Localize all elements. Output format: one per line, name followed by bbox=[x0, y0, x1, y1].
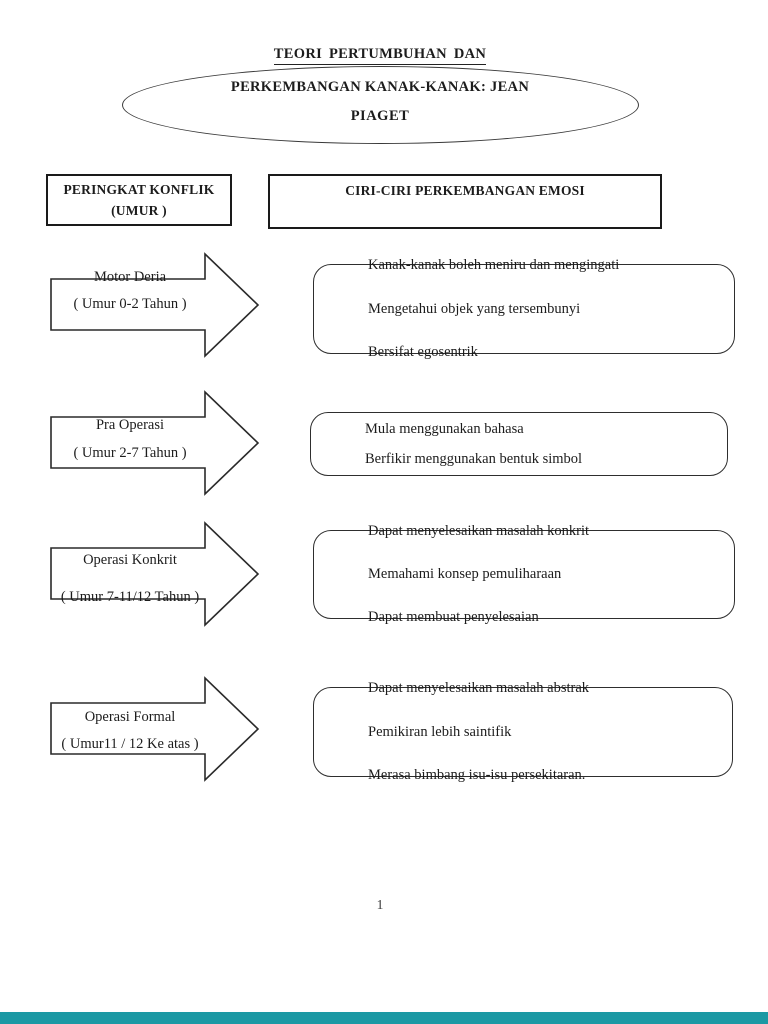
header-peringkat-line1: PERINGKAT KONFLIK bbox=[63, 182, 215, 197]
traits-list: Mula menggunakan bahasa Berfikir menggun… bbox=[365, 420, 719, 468]
header-box-ciri: CIRI-CIRI PERKEMBANGAN EMOSI bbox=[268, 174, 662, 229]
traits-box-operasi-formal: Dapat menyelesaikan masalah abstrak Pemi… bbox=[313, 680, 733, 783]
traits-list: Dapat menyelesaikan masalah abstrak Pemi… bbox=[368, 679, 724, 784]
right-arrow-icon bbox=[50, 521, 260, 627]
right-arrow-icon bbox=[50, 252, 260, 358]
page-title-line2: PERKEMBANGAN KANAK-KANAK: JEAN bbox=[230, 79, 530, 95]
title-ellipse-shape bbox=[122, 66, 639, 144]
stage-name-label: Pra Operasi bbox=[95, 417, 165, 433]
stage-arrow-pra-operasi: Pra Operasi ( Umur 2-7 Tahun ) bbox=[50, 390, 260, 496]
stage-arrow-operasi-formal: Operasi Formal ( Umur11 / 12 Ke atas ) bbox=[50, 676, 260, 782]
trait-text: Dapat membuat penyelesaian bbox=[368, 609, 539, 625]
header-peringkat-line2: (UMUR ) bbox=[111, 203, 167, 218]
right-arrow-icon bbox=[50, 676, 260, 782]
stage-age-label: ( Umur 2-7 Tahun ) bbox=[73, 445, 187, 461]
footer-accent-bar bbox=[0, 1012, 768, 1024]
traits-list: Dapat menyelesaikan masalah konkrit Mema… bbox=[368, 522, 726, 626]
stage-name-label: Operasi Konkrit bbox=[83, 552, 177, 568]
stage-age-label: ( Umur 7-11/12 Tahun ) bbox=[60, 589, 200, 605]
trait-text: Dapat menyelesaikan masalah abstrak bbox=[368, 680, 590, 696]
trait-text: Mula menggunakan bahasa bbox=[365, 421, 524, 437]
traits-box-motor-deria: Kanak-kanak boleh meniru dan mengingati … bbox=[313, 257, 735, 360]
page-title-line3: PIAGET bbox=[350, 108, 410, 124]
traits-box-operasi-konkrit: Dapat menyelesaikan masalah konkrit Mema… bbox=[313, 523, 735, 625]
trait-text: Pemikiran lebih saintifik bbox=[368, 723, 512, 740]
page-title-underlined-text: TEORI PERTUMBUHAN DAN bbox=[273, 46, 487, 65]
stage-arrow-operasi-konkrit: Operasi Konkrit ( Umur 7-11/12 Tahun ) bbox=[50, 521, 260, 627]
page-number: 1 bbox=[376, 897, 384, 912]
trait-text: Kanak-kanak boleh meniru dan mengingati bbox=[368, 257, 620, 273]
trait-text: Mengetahui objek yang tersembunyi bbox=[368, 300, 581, 317]
stage-name-label: Motor Deria bbox=[93, 269, 167, 285]
page-title-line1: TEORI PERTUMBUHAN DAN bbox=[0, 46, 760, 65]
stage-arrow-motor-deria: Motor Deria ( Umur 0-2 Tahun ) bbox=[50, 252, 260, 358]
right-arrow-icon bbox=[50, 390, 260, 496]
header-box-peringkat: PERINGKAT KONFLIK (UMUR ) bbox=[46, 174, 232, 226]
trait-text: Dapat menyelesaikan masalah konkrit bbox=[368, 523, 590, 539]
trait-text: Berfikir menggunakan bentuk simbol bbox=[365, 451, 583, 467]
stage-age-label: ( Umur 0-2 Tahun ) bbox=[73, 296, 187, 312]
stage-name-label: Operasi Formal bbox=[84, 709, 176, 725]
trait-text: Merasa bimbang isu-isu persekitaran. bbox=[368, 767, 586, 783]
traits-list: Kanak-kanak boleh meniru dan mengingati … bbox=[368, 256, 726, 361]
trait-text: Bersifat egosentrik bbox=[368, 344, 478, 360]
traits-box-pra-operasi: Mula menggunakan bahasa Berfikir menggun… bbox=[310, 412, 728, 476]
stage-age-label: ( Umur11 / 12 Ke atas ) bbox=[61, 736, 199, 752]
trait-text: Memahami konsep pemuliharaan bbox=[368, 566, 562, 582]
